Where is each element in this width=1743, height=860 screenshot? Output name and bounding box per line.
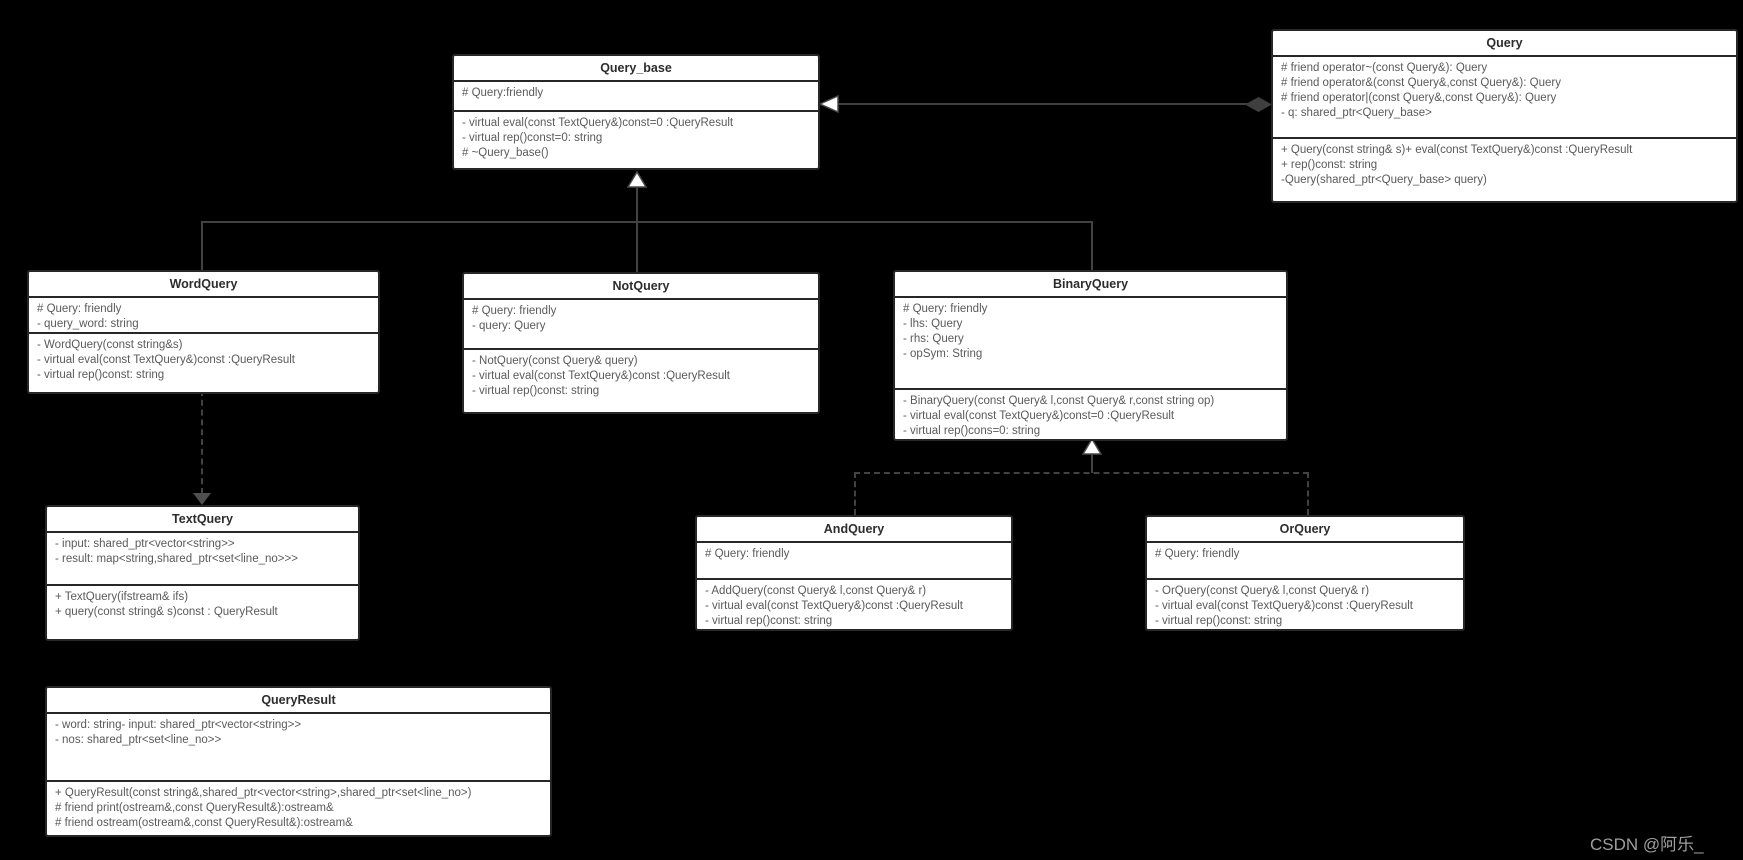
class-box-query-base: Query_base # Query:friendly - virtual ev… [452,54,820,170]
member-line: - input: shared_ptr<vector<string>> [55,538,235,550]
member-line: - virtual rep()const=0: string [462,132,603,144]
class-box-query: Query # friend operator~(const Query&): … [1271,29,1738,203]
binaryquery-stub-line [1091,454,1093,473]
member-line: - virtual eval(const TextQuery&)const=0 … [903,410,1175,422]
member-line: # friend print(ostream&,const QueryResul… [55,802,334,814]
class-title: BinaryQuery [895,272,1286,298]
member-line: # friend operator~(const Query&): Query [1281,62,1488,74]
class-attributes: # Query: friendly - query_word: string [29,298,378,334]
orquery-dashed-branch-line [1307,472,1309,515]
class-methods: - BinaryQuery(const Query& l,const Query… [895,390,1286,439]
member-line: - lhs: Query [903,318,963,330]
member-line: - query: Query [472,320,546,332]
inheritance-arrowhead-up-icon [627,171,647,188]
class-box-andquery: AndQuery # Query: friendly - AddQuery(co… [695,515,1013,631]
member-line: - virtual rep()const: string [472,385,600,397]
wordquery-textquery-dashed-line [201,390,203,494]
class-title: Query [1273,31,1736,57]
member-line: # Query: friendly [472,305,557,317]
class-attributes: # friend operator~(const Query&): Query #… [1273,57,1736,139]
class-title: TextQuery [47,507,358,533]
member-line: # Query: friendly [903,303,988,315]
class-methods: - virtual eval(const TextQuery&)const=0 … [454,112,818,168]
member-line: - NotQuery(const Query& query) [472,355,638,367]
member-line: - rhs: Query [903,333,964,345]
member-line: - opSym: String [903,348,983,360]
csdn-watermark: CSDN @阿乐_ [1590,835,1704,854]
class-title: Query_base [454,56,818,82]
wordquery-branch-line [201,221,203,270]
member-line: - q: shared_ptr<Query_base> [1281,107,1432,119]
class-methods: + Query(const string& s)+ eval(const Tex… [1273,139,1736,201]
class-attributes: - input: shared_ptr<vector<string>> - res… [47,533,358,586]
member-line: -Query(shared_ptr<Query_base> query) [1281,174,1487,186]
member-line: # Query: friendly [1155,548,1240,560]
class-box-queryresult: QueryResult - word: string- input: share… [45,686,552,837]
subclass-dashed-crossbar-line [854,472,1309,474]
member-line: # Query: friendly [705,548,790,560]
member-line: # friend operator|(const Query&,const Qu… [1281,92,1557,104]
member-line: - virtual rep()const: string [705,615,833,627]
class-attributes: # Query: friendly - query: Query [464,300,818,350]
class-title: NotQuery [464,274,818,300]
member-line: - virtual eval(const TextQuery&)const :Q… [37,354,295,366]
class-methods: - OrQuery(const Query& l,const Query& r)… [1147,580,1463,629]
member-line: - OrQuery(const Query& l,const Query& r) [1155,585,1370,597]
member-line: - virtual eval(const TextQuery&)const :Q… [705,600,963,612]
dependency-arrowhead-down-icon [193,493,211,505]
member-line: # Query:friendly [462,87,544,99]
member-line: - WordQuery(const string&s) [37,339,183,351]
member-line: + query(const string& s)const : QueryRes… [55,606,278,618]
class-box-wordquery: WordQuery # Query: friendly - query_word:… [27,270,380,394]
member-line: - virtual eval(const TextQuery&)const :Q… [472,370,730,382]
class-methods: - AddQuery(const Query& l,const Query& r… [697,580,1011,629]
query-to-querybase-line [838,103,1250,105]
class-attributes: - word: string- input: shared_ptr<vector… [47,714,550,782]
member-line: # friend ostream(ostream&,const QueryRes… [55,817,353,829]
member-line: # ~Query_base() [462,147,549,159]
member-line: - query_word: string [37,318,139,330]
class-box-textquery: TextQuery - input: shared_ptr<vector<str… [45,505,360,641]
open-arrowhead-left-icon [819,95,839,113]
member-line: - virtual rep()cons=0: string [903,425,1041,437]
class-attributes: # Query: friendly [1147,543,1463,580]
member-line: - virtual eval(const TextQuery&)const=0 … [462,117,734,129]
class-title: QueryResult [47,688,550,714]
andquery-dashed-branch-line [854,472,856,515]
member-line: - word: string- input: shared_ptr<vector… [55,719,302,731]
class-attributes: # Query: friendly - lhs: Query - rhs: Quer… [895,298,1286,390]
class-attributes: # Query:friendly [454,82,818,112]
class-methods: - WordQuery(const string&s) - virtual eva… [29,334,378,392]
member-line: - BinaryQuery(const Query& l,const Query… [903,395,1215,407]
class-title: WordQuery [29,272,378,298]
member-line: + Query(const string& s)+ eval(const Tex… [1281,144,1633,156]
member-line: + QueryResult(const string&,shared_ptr<v… [55,787,472,799]
class-title: OrQuery [1147,517,1463,543]
inheritance-crossbar-line [201,221,1093,223]
member-line: - AddQuery(const Query& l,const Query& r… [705,585,927,597]
member-line: - virtual eval(const TextQuery&)const :Q… [1155,600,1413,612]
member-line: - virtual rep()const: string [1155,615,1283,627]
binaryquery-branch-line [1091,221,1093,270]
class-methods: + TextQuery(ifstream& ifs) + query(const … [47,586,358,639]
member-line: # friend operator&(const Query&,const Qu… [1281,77,1561,89]
class-box-binaryquery: BinaryQuery # Query: friendly - lhs: Quer… [893,270,1288,441]
class-methods: - NotQuery(const Query& query) - virtual … [464,350,818,412]
member-line: - virtual rep()const: string [37,369,165,381]
class-methods: + QueryResult(const string&,shared_ptr<v… [47,782,550,835]
class-attributes: # Query: friendly [697,543,1011,580]
inheritance-trunk-line [636,187,638,272]
class-box-orquery: OrQuery # Query: friendly - OrQuery(cons… [1145,515,1465,631]
member-line: # Query: friendly [37,303,122,315]
class-box-notquery: NotQuery # Query: friendly - query: Query… [462,272,820,414]
member-line: + rep()const: string [1281,159,1378,171]
composition-diamond-icon [1245,97,1272,112]
member-line: + TextQuery(ifstream& ifs) [55,591,189,603]
class-title: AndQuery [697,517,1011,543]
member-line: - nos: shared_ptr<set<line_no>> [55,734,222,746]
member-line: - result: map<string,shared_ptr<set<line… [55,553,298,565]
